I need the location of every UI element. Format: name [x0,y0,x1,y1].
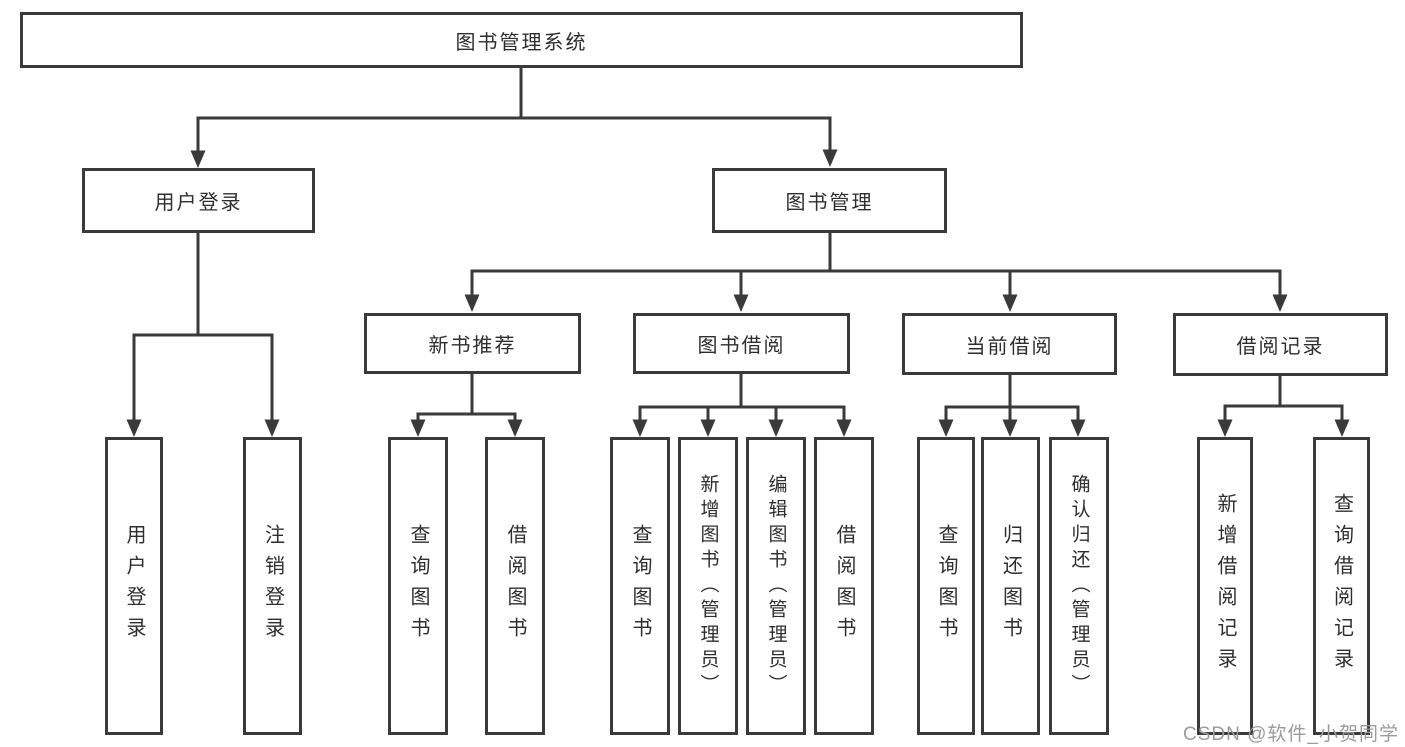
node-label: 查询图书 [407,524,429,648]
connector-root-to-level2 [190,68,838,168]
node-label: 图书管理 [785,192,874,214]
node-leaf-edit-books-admin: 编辑图书（管理员） [746,437,806,735]
node-current-borrowing: 当前借阅 [902,313,1117,375]
node-book-management: 图书管理 [712,168,947,233]
connector-currentborrow-to-leaves [938,375,1086,437]
node-label: 借阅图书 [833,524,855,648]
node-leaf-query-books-1: 查询图书 [388,437,448,735]
node-root-system: 图书管理系统 [20,12,1023,68]
node-label: 编辑图书（管理员） [765,473,787,699]
node-label: 新增借阅记录 [1214,493,1236,679]
node-leaf-query-borrow-record: 查询借阅记录 [1313,437,1370,735]
node-label: 注销登录 [261,524,284,648]
node-leaf-logout: 注销登录 [243,437,302,735]
node-book-borrowing: 图书借阅 [633,313,850,374]
connector-newbook-to-leaves [410,374,523,437]
node-leaf-query-books-2: 查询图书 [610,437,670,735]
node-label: 借阅图书 [504,524,526,648]
node-label: 确认归还（管理员） [1068,473,1090,699]
node-leaf-add-borrow-record: 新增借阅记录 [1197,437,1253,735]
node-label: 图书管理系统 [455,31,588,54]
connector-userlogin-to-leaves [126,233,280,437]
connector-bookborrow-to-leaves [632,374,852,437]
node-label: 新增图书（管理员） [697,473,719,699]
node-label: 图书借阅 [697,335,786,357]
node-leaf-return-books: 归还图书 [981,437,1040,735]
node-label: 查询借阅记录 [1330,493,1353,679]
connector-bookmgmt-to-level3 [464,233,1288,312]
node-label: 借阅记录 [1236,336,1325,358]
node-label: 用户登录 [123,524,145,648]
node-label: 用户登录 [154,192,243,214]
node-leaf-user-login: 用户登录 [105,437,163,735]
node-leaf-borrow-books-2: 借阅图书 [814,437,874,735]
node-leaf-borrow-books-1: 借阅图书 [485,437,545,735]
connector-borrowrecord-to-leaves [1217,376,1350,437]
node-user-login: 用户登录 [82,168,315,233]
node-leaf-add-books-admin: 新增图书（管理员） [678,437,738,735]
node-label: 归还图书 [999,524,1022,648]
csdn-watermark: CSDN @软件_小贺同学 [1183,724,1399,745]
node-label: 新书推荐 [428,335,517,357]
node-label: 当前借阅 [965,335,1054,358]
node-new-book-recommend: 新书推荐 [364,313,581,374]
node-label: 查询图书 [629,524,651,648]
node-leaf-query-books-3: 查询图书 [917,437,975,735]
node-leaf-confirm-return-admin: 确认归还（管理员） [1049,437,1109,735]
node-label: 查询图书 [935,524,957,648]
node-borrowing-records: 借阅记录 [1173,313,1388,376]
